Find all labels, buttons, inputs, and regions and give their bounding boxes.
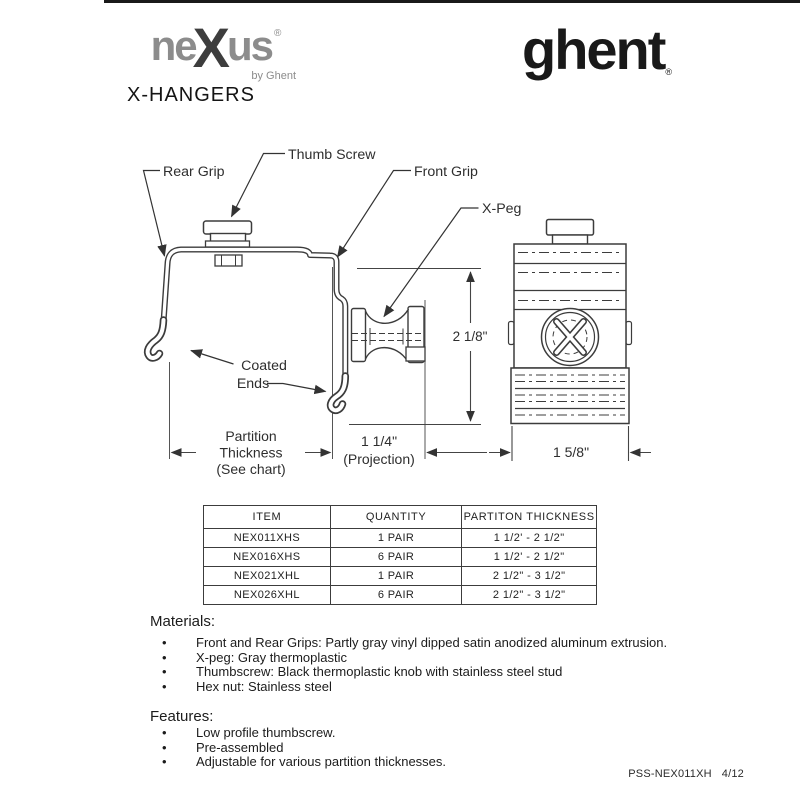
rear-grip-label: Rear Grip	[163, 164, 225, 180]
x-peg-side-view	[350, 305, 426, 364]
cell-quantity: 1 PAIR	[329, 528, 463, 548]
dim-projection-value: 1 1/4"	[361, 433, 397, 449]
cell-thickness: 1 1/2' - 2 1/2"	[461, 547, 597, 567]
spec-table: ITEM QUANTITY PARTITON THICKNESS NEX011X…	[203, 505, 597, 605]
cell-quantity: 6 PAIR	[329, 547, 463, 567]
doc-revision-text: 4/12	[721, 768, 744, 780]
dim-projection-caption: (Projection)	[343, 451, 415, 467]
material-item: Hex nut: Stainless steel	[150, 679, 750, 695]
cell-item: NEX011XHS	[203, 528, 331, 548]
table-row: NEX011XHS 1 PAIR 1 1/2' - 2 1/2"	[203, 528, 597, 548]
feature-item: Pre-assembled	[150, 740, 750, 756]
cell-quantity: 6 PAIR	[329, 585, 463, 605]
x-peg-front-face	[540, 307, 600, 367]
cell-thickness: 2 1/2" - 3 1/2"	[461, 566, 597, 586]
cell-thickness: 2 1/2" - 3 1/2"	[461, 585, 597, 605]
col-header-quantity: QUANTITY	[329, 505, 463, 529]
material-item: Front and Rear Grips: Partly gray vinyl …	[150, 635, 750, 651]
features-heading: Features:	[150, 708, 214, 725]
x-peg-label: X-Peg	[482, 201, 521, 217]
nexus-logo-byline: by Ghent	[251, 70, 296, 82]
dim-width-label: 1 5/8"	[553, 444, 589, 460]
nexus-logo: ne X us ® by Ghent	[120, 16, 310, 83]
thumb-screw-cap	[202, 220, 253, 235]
table-row: NEX021XHL 1 PAIR 2 1/2" - 3 1/2"	[203, 566, 597, 586]
registered-mark-icon: ®	[274, 28, 282, 39]
thumb-screw-cap-front	[545, 218, 595, 236]
nexus-logo-us: us	[226, 22, 274, 69]
cell-item: NEX021XHL	[203, 566, 331, 586]
grip-bracket-profile	[143, 246, 350, 415]
front-view-drawing	[507, 218, 633, 425]
feature-item: Low profile thumbscrew.	[150, 725, 750, 741]
hex-nut	[214, 254, 243, 267]
thumb-screw-label: Thumb Screw	[288, 147, 376, 163]
table-row: NEX016XHS 6 PAIR 1 1/2' - 2 1/2"	[203, 547, 597, 567]
material-item: X-peg: Gray thermoplastic	[150, 650, 750, 666]
table-row: NEX026XHL 6 PAIR 2 1/2" - 3 1/2"	[203, 585, 597, 605]
dim-height-label: 2 1/8"	[453, 329, 488, 344]
cell-item: NEX026XHL	[203, 585, 331, 605]
dimension-lines	[170, 267, 651, 461]
table-header-row: ITEM QUANTITY PARTITON THICKNESS	[203, 505, 597, 529]
cell-quantity: 1 PAIR	[329, 566, 463, 586]
dim-partition-line2: Thickness	[219, 445, 282, 461]
col-header-thickness: PARTITON THICKNESS	[461, 505, 597, 529]
cell-thickness: 1 1/2' - 2 1/2"	[461, 528, 597, 548]
materials-list: Front and Rear Grips: Partly gray vinyl …	[150, 635, 750, 695]
dim-partition-line3: (See chart)	[216, 461, 285, 477]
front-grip-label: Front Grip	[414, 164, 478, 180]
leader-lines	[142, 152, 479, 395]
feature-item: Adjustable for various partition thickne…	[150, 754, 750, 770]
registered-mark-icon: ®	[665, 67, 673, 77]
document-number: PSS-NEX011XH 4/12	[628, 768, 744, 780]
top-rule	[104, 0, 800, 3]
cell-item: NEX016XHS	[203, 547, 331, 567]
coated-ends-label-line2: Ends	[237, 376, 269, 392]
nexus-logo-ne: ne	[150, 22, 198, 69]
doc-number-text: PSS-NEX011XH	[628, 768, 712, 780]
col-header-item: ITEM	[203, 505, 331, 529]
coated-ends-label-line1: Coated	[241, 358, 287, 374]
page-title: X-HANGERS	[127, 84, 255, 106]
ghent-logo: ghent®	[522, 22, 673, 78]
technical-drawing: Rear Grip Thumb Screw Front Grip X-Peg C…	[142, 147, 651, 477]
features-list: Low profile thumbscrew. Pre-assembled Ad…	[150, 725, 750, 770]
nexus-logo-x-icon: X	[192, 16, 230, 79]
side-view-drawing	[143, 220, 426, 459]
materials-heading: Materials:	[150, 613, 216, 630]
material-item: Thumbscrew: Black thermoplastic knob wit…	[150, 664, 750, 680]
ghent-logo-text: ghent	[522, 18, 666, 81]
dim-partition-line1: Partition	[225, 428, 276, 444]
